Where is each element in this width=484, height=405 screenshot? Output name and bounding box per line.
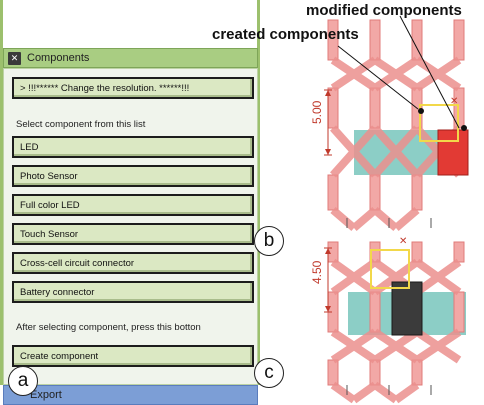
collapse-check-icon[interactable]: ✕ — [8, 51, 21, 65]
component-button-touch-sensor[interactable]: Touch Sensor — [12, 223, 254, 245]
resolution-warning-button[interactable]: > !!!****** Change the resolution. *****… — [12, 77, 254, 99]
callout-a: a — [8, 366, 38, 396]
annotation-modified-components: modified components — [306, 2, 462, 19]
leader-created — [337, 45, 419, 110]
components-header[interactable]: ✕ Components — [3, 48, 258, 68]
export-section-header[interactable]: Export — [3, 385, 258, 405]
component-button-led[interactable]: LED — [12, 136, 254, 158]
create-component-button[interactable]: Create component — [12, 345, 254, 367]
panel-border-left — [0, 0, 3, 385]
after-instruction-label: After selecting component, press this bo… — [16, 322, 201, 333]
lattice-diagram: ✕ 5.00 — [212, 0, 484, 405]
bottom-lattice: ✕ 4.50 — [310, 236, 466, 404]
component-button-photo-sensor[interactable]: Photo Sensor — [12, 165, 254, 187]
leader-modified — [399, 15, 460, 129]
panel-border-right — [257, 0, 260, 385]
component-button-cross-cell-connector[interactable]: Cross-cell circuit connector — [12, 252, 254, 274]
dimension-top: 5.00 — [310, 100, 324, 124]
select-instruction-label: Select component from this list — [16, 119, 146, 130]
component-button-full-color-led[interactable]: Full color LED — [12, 194, 254, 216]
components-panel: ✕ Components > !!!****** Change the reso… — [0, 0, 260, 405]
svg-text:✕: ✕ — [450, 96, 458, 107]
top-lattice: ✕ 5.00 — [310, 19, 469, 232]
created-component-top — [419, 104, 459, 142]
modified-component-top — [437, 129, 469, 176]
callout-c: c — [254, 358, 284, 388]
lattice-diagram-svg: ✕ 5.00 — [310, 15, 469, 404]
modified-component-bottom — [391, 281, 423, 336]
annotation-created-components: created components — [212, 26, 359, 43]
svg-text:✕: ✕ — [399, 236, 407, 247]
created-component-bottom — [370, 249, 410, 289]
dimension-bottom: 4.50 — [310, 260, 324, 284]
callout-b: b — [254, 226, 284, 256]
component-button-battery-connector[interactable]: Battery connector — [12, 281, 254, 303]
components-title: Components — [27, 52, 90, 64]
